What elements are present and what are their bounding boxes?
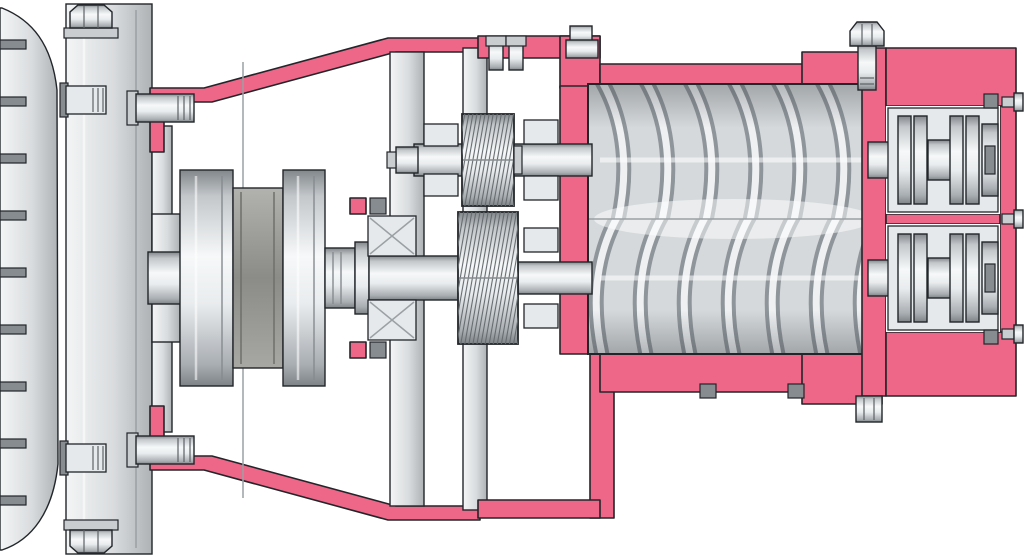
seal-retainer-upper	[369, 197, 387, 215]
grey-step-block	[565, 25, 599, 59]
upper-shaft-tip	[386, 151, 397, 169]
coupling-hub-right	[282, 169, 326, 387]
section-bolt-lower	[59, 440, 107, 476]
upper-shaft-nut	[395, 146, 419, 174]
housing-bolt-b	[787, 383, 805, 399]
oil-plug-2	[505, 35, 527, 71]
coupling-assembly	[147, 169, 466, 387]
end-plug-mid	[1001, 209, 1024, 229]
hex-bolt-top	[63, 4, 119, 39]
motor-shaft-stub	[147, 251, 183, 305]
upper-left-bearing	[423, 123, 459, 197]
shaft-seal-lower	[349, 341, 367, 359]
discharge-end-cover	[849, 21, 1024, 423]
casing-bottom-band	[477, 499, 601, 519]
joint-bolt-top	[126, 90, 195, 126]
bell-wall-bottom	[149, 405, 481, 521]
flange-bolt-bottom-right	[855, 395, 883, 423]
lower-gear-shaft	[517, 261, 593, 295]
housing-bolt-a	[699, 383, 717, 399]
input-shaft	[324, 247, 356, 309]
end-plug-top	[1001, 92, 1024, 112]
stud-bottom	[983, 329, 999, 345]
motor-assembly	[0, 3, 173, 555]
bell-housing	[126, 37, 481, 521]
bearing-stack-lower	[887, 225, 999, 345]
casing-mid-column	[559, 85, 591, 355]
end-flange	[861, 47, 887, 397]
gear-spacer	[513, 145, 523, 175]
hex-bolt-top-right	[849, 21, 885, 91]
cooling-fins	[0, 39, 27, 506]
motor-drum	[0, 7, 59, 551]
coupling-hub-left	[179, 169, 234, 387]
shaft-seal-upper	[349, 197, 367, 215]
bearing-stack-upper	[887, 93, 999, 213]
stud-top	[983, 93, 999, 109]
joint-bolt-bottom	[126, 432, 195, 468]
upper-right-bearing	[523, 119, 559, 201]
end-plug-bottom	[1001, 324, 1024, 344]
gear-train	[386, 113, 593, 345]
oil-plug-1	[485, 35, 507, 71]
section-bolt-upper	[59, 82, 107, 118]
rotor-housing	[599, 51, 883, 405]
cover-mid-web	[885, 213, 1017, 225]
seal-retainer-lower	[369, 341, 387, 359]
lower-right-bearing	[523, 227, 559, 329]
screw-rotors	[587, 83, 881, 355]
shaft-collar	[354, 241, 370, 315]
wall-roller-bearing	[367, 215, 417, 341]
hex-bolt-bottom	[63, 519, 119, 554]
input-shaft-2	[368, 255, 466, 301]
